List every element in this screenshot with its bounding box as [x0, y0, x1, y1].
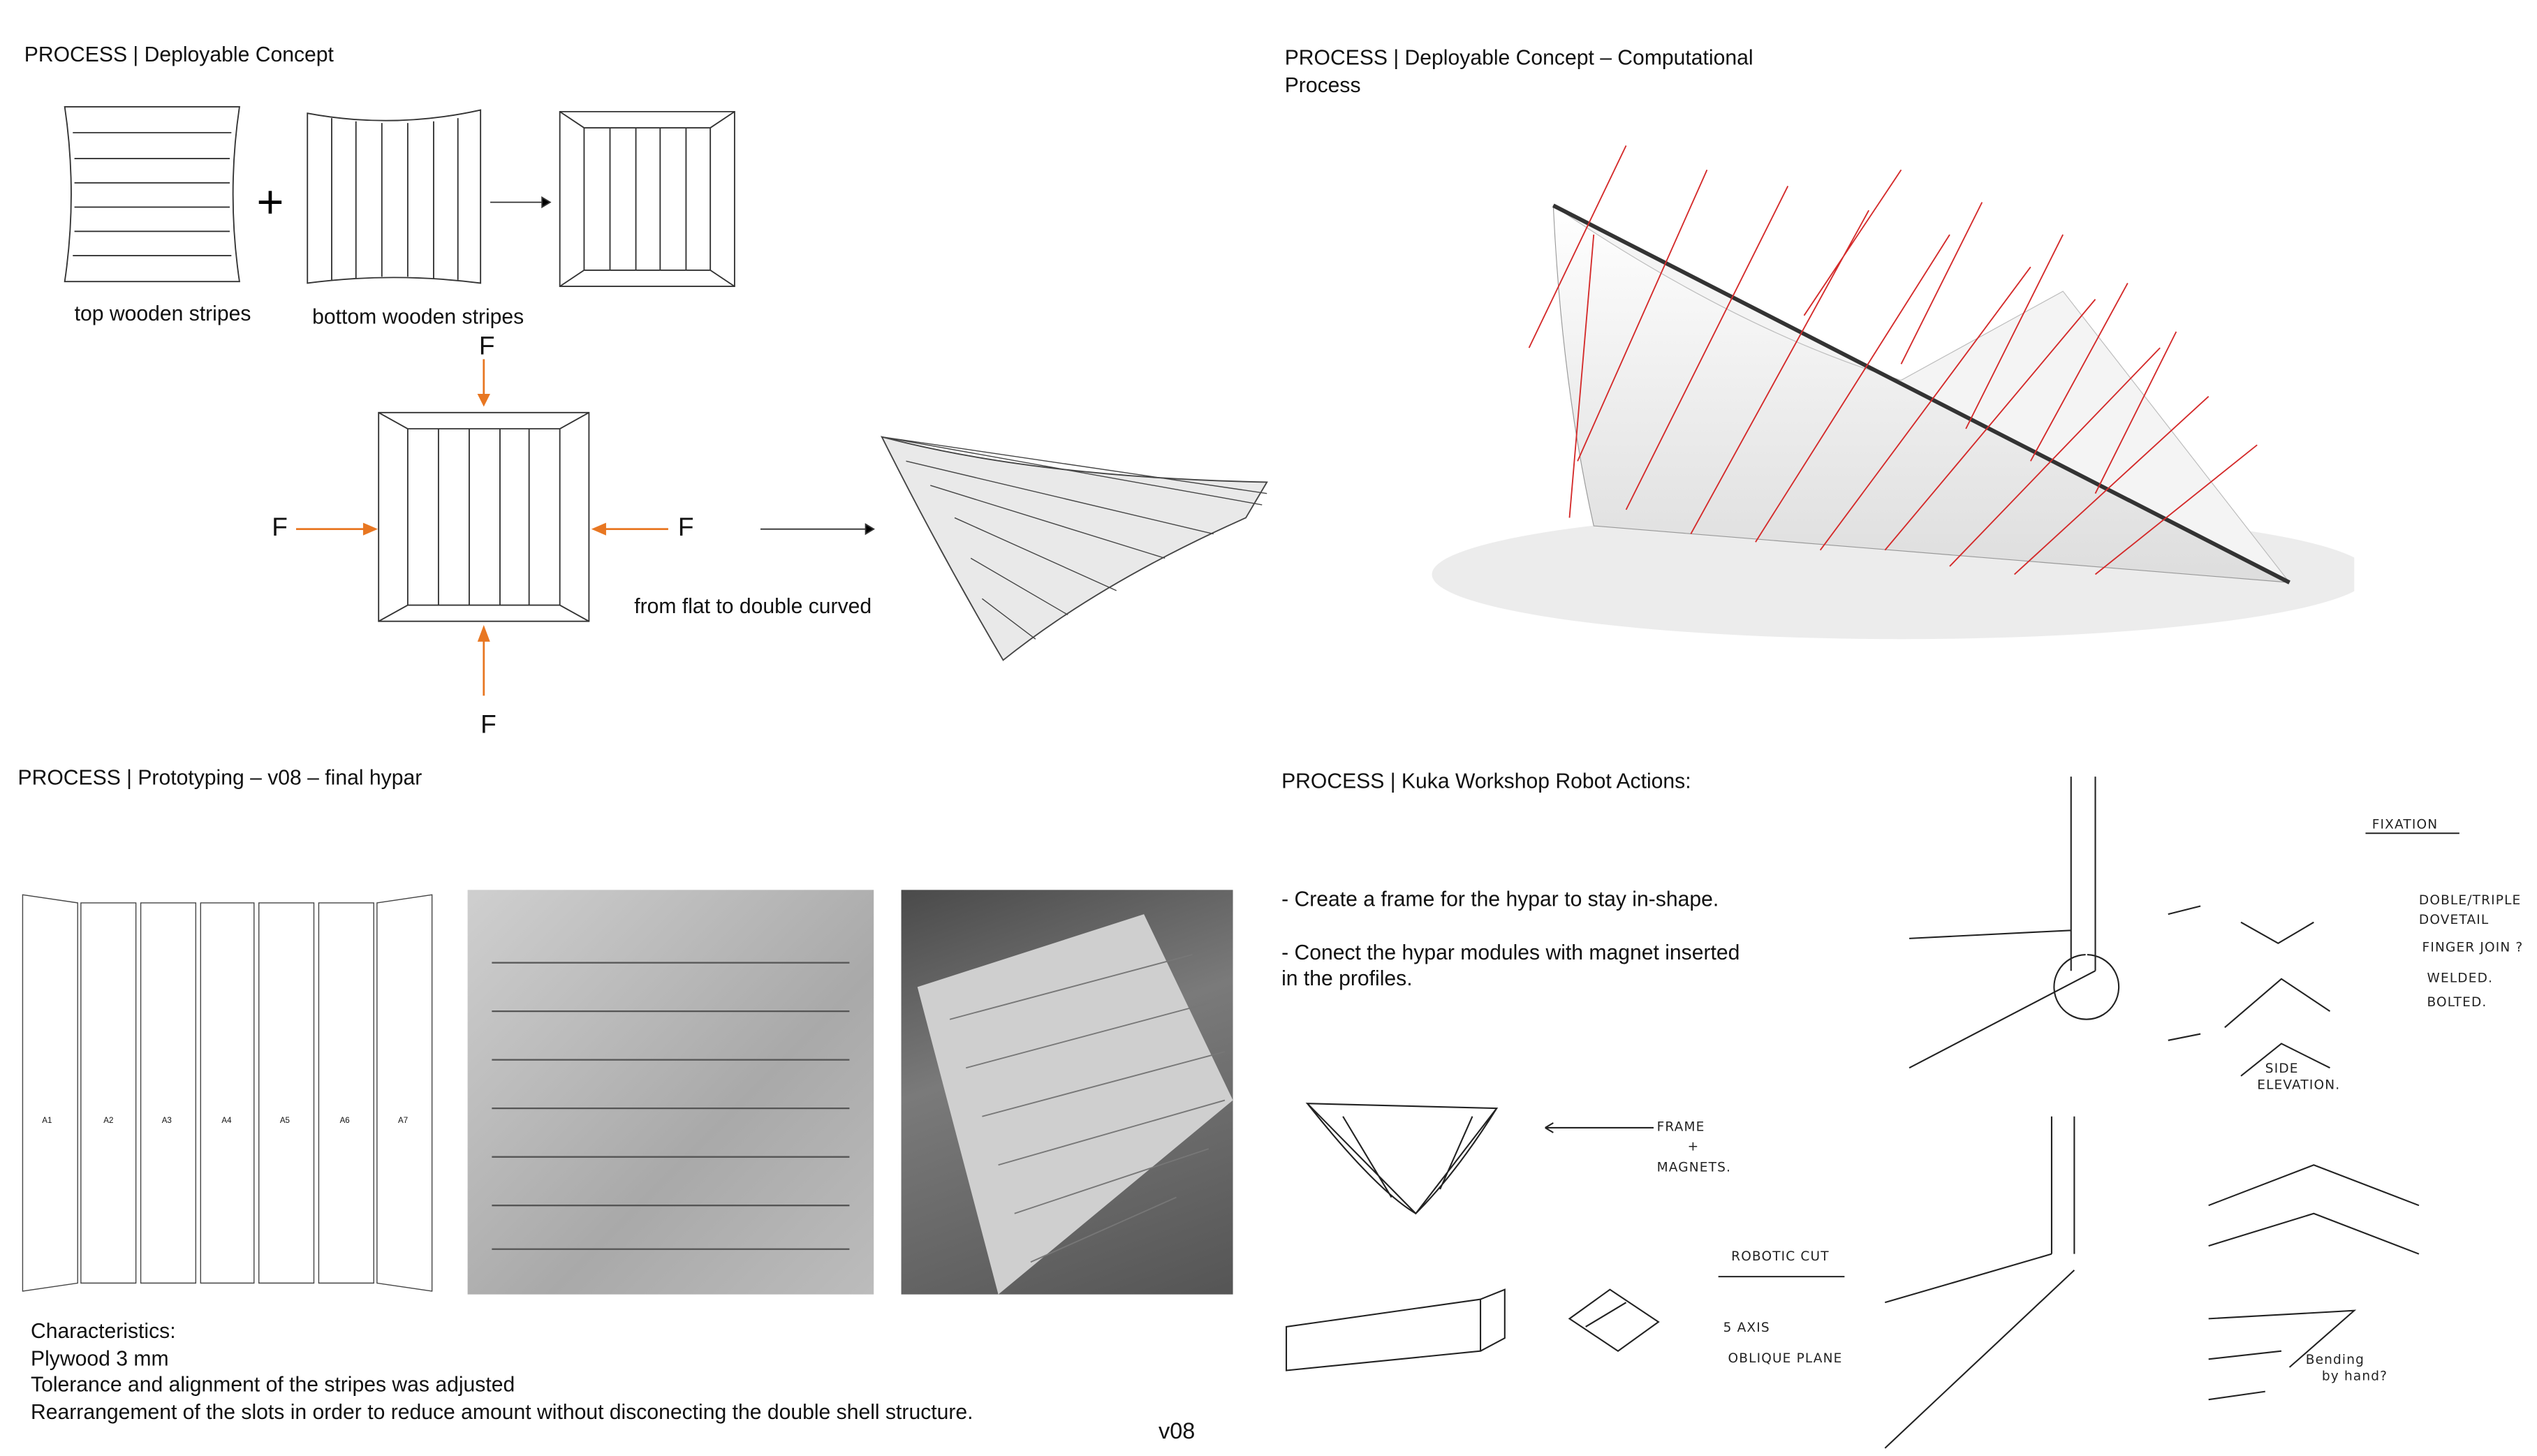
note-magnets: MAGNETS. [1657, 1161, 1731, 1175]
note-option: BOLTED. [2427, 995, 2487, 1010]
note-frame: FRAME [1657, 1120, 1705, 1135]
force-label-top: F [478, 333, 495, 361]
panel-title-computational-line2: Process [1284, 73, 1361, 98]
note-option: FINGER JOIN ? [2422, 940, 2524, 955]
strip-label-a7: A7 [398, 1117, 408, 1125]
deployable-concept-diagram [64, 105, 1268, 696]
plus-sign [258, 191, 282, 214]
characteristics-line: Rearrangement of the slots in order to r… [31, 1399, 973, 1424]
hypar-render [1432, 145, 2355, 640]
note-by-hand: by hand? [2322, 1369, 2388, 1383]
note-elevation: ELEVATION. [2257, 1078, 2340, 1092]
note-option: DOBLE/TRIPLE [2419, 893, 2522, 908]
note-robotic-cut: ROBOTIC CUT [1731, 1249, 1830, 1264]
strip-label-a4: A4 [221, 1117, 232, 1125]
double-curved-surface [881, 436, 1268, 661]
panel-title-kuka: PROCESS | Kuka Workshop Robot Actions: [1281, 768, 1691, 793]
strip-label-a3: A3 [162, 1117, 172, 1125]
prototype-photo-perspective [901, 890, 1233, 1295]
note-oblique-plane: OBLIQUE PLANE [1728, 1351, 1843, 1366]
characteristics-line: Tolerance and alignment of the stripes w… [31, 1372, 515, 1397]
bullet-magnets: - Conect the hypar modules with magnet i… [1281, 940, 1740, 964]
version-label: v08 [1158, 1417, 1196, 1443]
characteristics-heading: Characteristics: [31, 1318, 176, 1344]
bullet-frame: - Create a frame for the hypar to stay i… [1281, 886, 1719, 911]
label-bottom-stripes: bottom wooden stripes [312, 304, 524, 329]
characteristics-line: Plywood 3 mm [31, 1346, 169, 1371]
strip-layout-drawing: A1 A2 A3 A4 A5 A6 A7 [22, 894, 433, 1292]
force-label-left: F [272, 514, 288, 543]
note-fixation: FIXATION [2372, 817, 2439, 832]
panel-title-computational: PROCESS | Deployable Concept – Computati… [1284, 45, 1753, 70]
note-side: SIDE [2265, 1061, 2299, 1076]
force-arrows [296, 359, 668, 696]
prototype-photo-top [467, 890, 874, 1295]
strip-label-a2: A2 [103, 1117, 113, 1125]
note-bending: Bending [2306, 1353, 2365, 1367]
panel-title-deployable: PROCESS | Deployable Concept [24, 42, 334, 66]
note-option: WELDED. [2427, 971, 2493, 985]
force-label-right: F [677, 514, 694, 543]
strip-label-a1: A1 [42, 1117, 52, 1125]
note-plus: + [1688, 1139, 1700, 1154]
hand-sketches: FRAME + MAGNETS. ROBOTIC CUT 5 AXIS OBLI… [1285, 777, 2524, 1449]
note-5-axis: 5 AXIS [1723, 1321, 1770, 1335]
force-label-bottom: F [480, 712, 497, 740]
panel-title-prototyping: PROCESS | Prototyping – v08 – final hypa… [17, 765, 422, 790]
bullet-magnets-line2: in the profiles. [1281, 966, 1413, 991]
strip-label-a6: A6 [340, 1117, 350, 1125]
note-option: DOVETAIL [2419, 913, 2489, 927]
label-top-stripes: top wooden stripes [74, 300, 251, 325]
rod-lines [1528, 145, 2258, 575]
caption-flat-to-curved: from flat to double curved [634, 594, 872, 619]
strip-label-a5: A5 [280, 1117, 290, 1125]
